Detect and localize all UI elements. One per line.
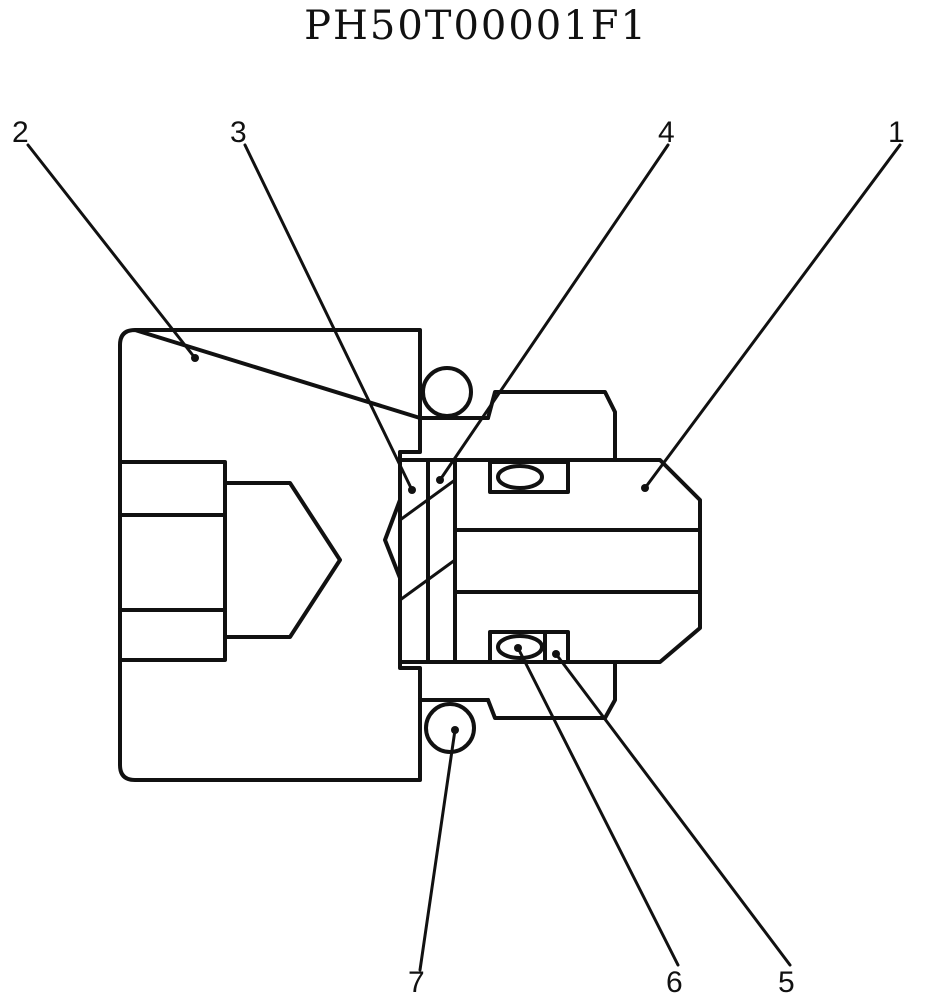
callout-1: 1 (888, 116, 905, 149)
callout-7: 7 (408, 966, 425, 999)
callout-5: 5 (778, 966, 795, 999)
part-3-4-plates (398, 458, 457, 664)
part-1-sensor-body (453, 390, 702, 720)
callout-6: 6 (666, 966, 683, 999)
callout-4: 4 (658, 116, 675, 149)
part-7-o-rings (421, 366, 476, 754)
part-5-6-seals (488, 460, 570, 664)
callout-labels: 2 3 4 1 7 6 5 (12, 116, 905, 999)
leader-lines (26, 143, 902, 972)
drawing-title: PH50T00001F1 (304, 3, 648, 49)
callout-2: 2 (12, 116, 29, 149)
callout-3: 3 (230, 116, 247, 149)
threaded-port (118, 460, 342, 662)
